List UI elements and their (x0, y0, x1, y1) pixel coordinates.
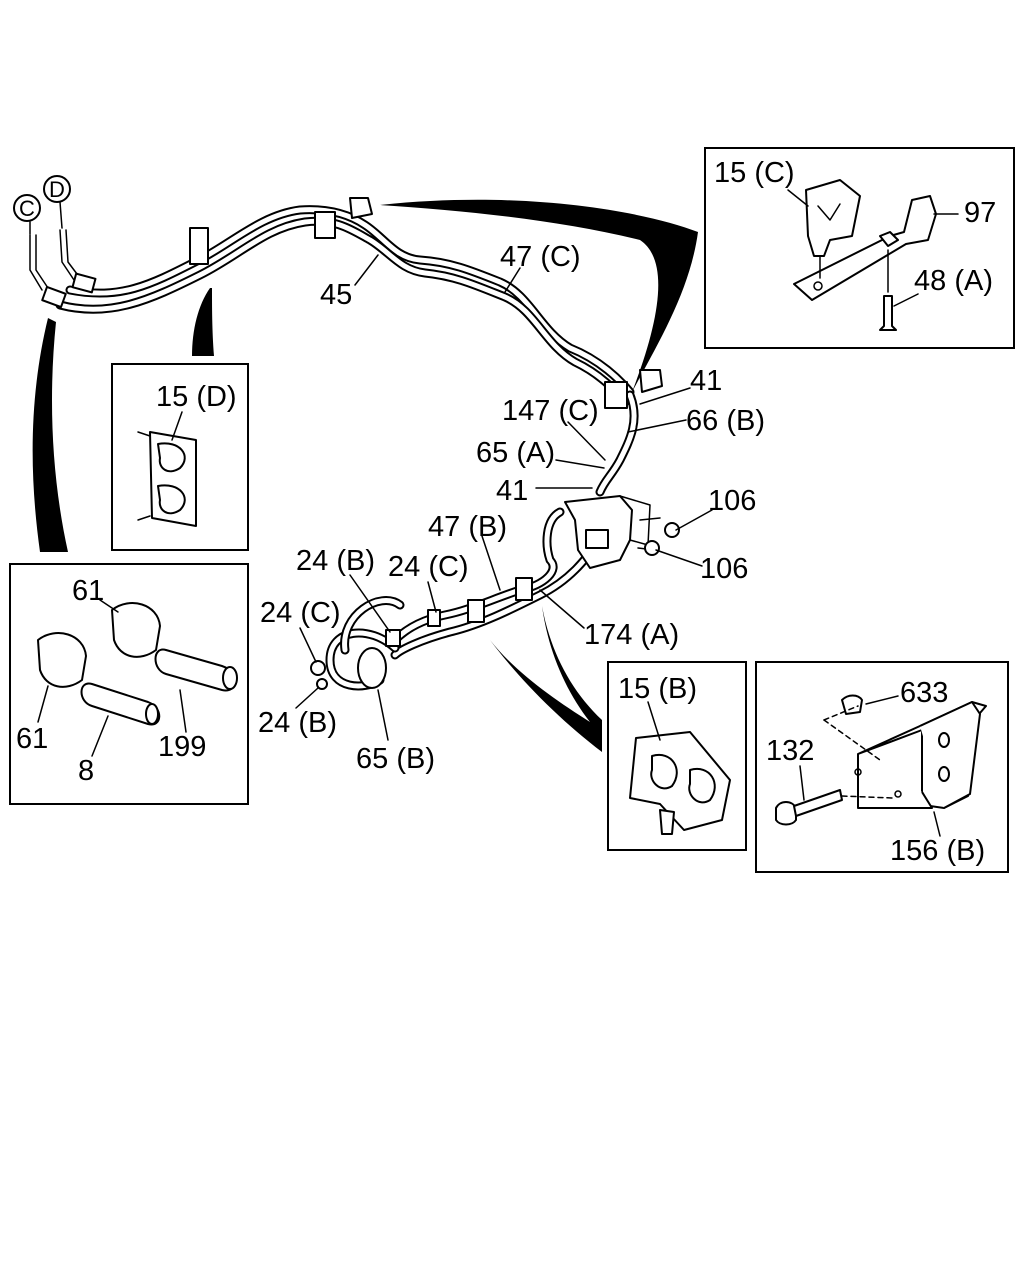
pointer-wedge-top-right (380, 199, 698, 392)
label-61-top: 61 (72, 575, 104, 607)
label-132: 132 (766, 735, 814, 767)
leader-lines (29, 201, 713, 741)
label-24b-top: 24 (B) (296, 545, 375, 577)
grommet-61-lower (37, 632, 87, 688)
label-48a: 48 (A) (914, 265, 993, 297)
circle-d-label: D (49, 177, 65, 202)
inset-bracket-156b: 633 132 156 (B) (755, 661, 1009, 873)
label-15b: 15 (B) (618, 673, 697, 705)
label-65b: 65 (B) (356, 743, 435, 775)
bolt-132 (775, 801, 797, 826)
label-24b-bottom: 24 (B) (258, 707, 337, 739)
label-24c-top: 24 (C) (388, 551, 469, 583)
label-41-mid: 41 (496, 475, 528, 507)
nut-633 (841, 694, 863, 715)
inset-clip-15d: 15 (D) (111, 363, 249, 551)
label-199: 199 (158, 731, 206, 763)
junction-block (564, 495, 680, 569)
label-66b: 66 (B) (686, 405, 765, 437)
label-633: 633 (900, 677, 948, 709)
label-15c: 15 (C) (714, 157, 795, 189)
circle-c-label: C (19, 196, 35, 221)
nut-106-upper (664, 522, 680, 538)
label-156b: 156 (B) (890, 835, 985, 867)
label-106-a: 106 (708, 485, 756, 517)
label-106-b: 106 (700, 553, 748, 585)
label-15d: 15 (D) (156, 381, 237, 413)
label-47b: 47 (B) (428, 511, 507, 543)
pointer-wedge-15d (192, 288, 214, 356)
label-41-top: 41 (690, 365, 722, 397)
pointer-wedge-left (32, 318, 68, 552)
inset-clip-15b: 15 (B) (607, 661, 747, 851)
grommet-61-upper (111, 602, 161, 658)
callout-circle-d (43, 175, 71, 203)
pointer-wedge-15b (490, 606, 602, 752)
label-174a: 174 (A) (584, 619, 679, 651)
nut-106-lower (644, 540, 660, 556)
label-8: 8 (78, 755, 94, 787)
callout-circle-c (13, 194, 41, 222)
inset-clip-15c: 15 (C) 97 48 (A) (704, 147, 1015, 349)
label-47c: 47 (C) (500, 241, 581, 273)
label-147c: 147 (C) (502, 395, 599, 427)
label-97: 97 (964, 197, 996, 229)
pipe-clamps (189, 197, 663, 690)
brake-pipe-assembly (29, 205, 639, 691)
inset-hose-parts: 61 61 8 199 (9, 563, 249, 805)
label-61-bottom: 61 (16, 723, 48, 755)
label-24c-left: 24 (C) (260, 597, 341, 629)
label-45: 45 (320, 279, 352, 311)
label-65a: 65 (A) (476, 437, 555, 469)
